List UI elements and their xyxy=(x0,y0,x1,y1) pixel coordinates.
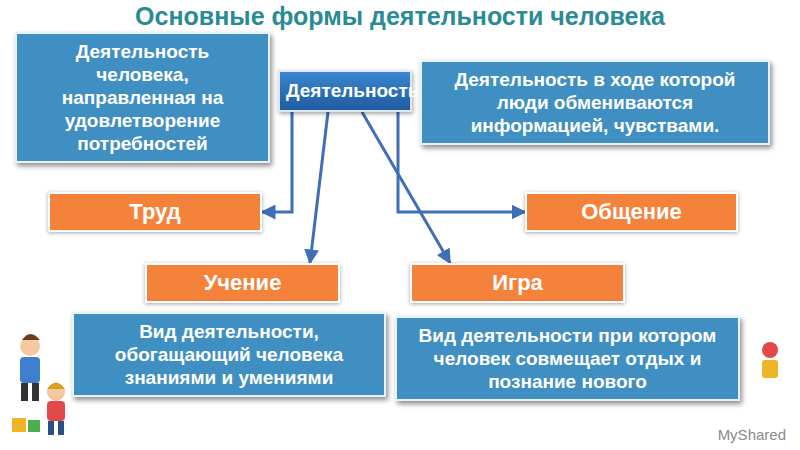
definition-callout: Вид деятельности при котором человек сов… xyxy=(395,316,740,401)
arrow-connector xyxy=(310,112,328,263)
node-text: Общение xyxy=(535,199,728,225)
watermark: MyShared xyxy=(718,426,786,443)
node-text: Вид деятельности при котором человек сов… xyxy=(407,324,728,393)
form-box: Труд xyxy=(48,192,262,232)
child-figure xyxy=(20,334,40,401)
form-box: Общение xyxy=(525,192,738,232)
node-text: Вид деятельности, обогащающий человека з… xyxy=(84,320,374,389)
node-text: Труд xyxy=(58,199,252,225)
form-box: Игра xyxy=(410,263,625,303)
definition-callout: Вид деятельности, обогащающий человека з… xyxy=(72,312,386,397)
child-figure xyxy=(47,383,65,436)
node-text: Деятельность xyxy=(286,80,404,102)
definition-callout: Деятельность человека, направленная на у… xyxy=(15,32,270,163)
node-text: Деятельность в ходе которой люди обменив… xyxy=(432,68,758,137)
form-box: Учение xyxy=(145,263,340,303)
central-box: Деятельность xyxy=(278,70,412,112)
node-text: Деятельность человека, направленная на у… xyxy=(27,40,258,155)
node-text: Игра xyxy=(420,270,615,296)
diagram-title: Основные формы деятельности человека xyxy=(0,2,800,31)
definition-callout: Деятельность в ходе которой люди обменив… xyxy=(420,60,770,145)
node-text: Учение xyxy=(155,270,330,296)
